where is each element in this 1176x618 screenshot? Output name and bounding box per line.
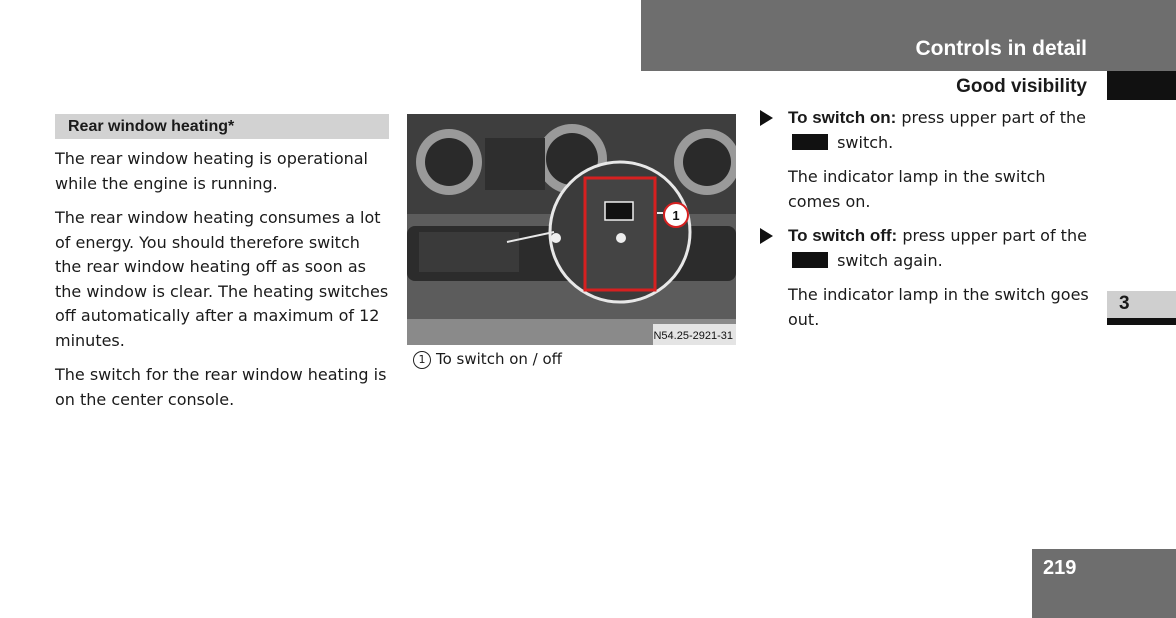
callout-number: 1 — [672, 208, 679, 223]
header-bar — [641, 0, 1176, 71]
section-heading: Rear window heating* — [55, 114, 389, 139]
step-switch-on: To switch on: press upper part of the sw… — [760, 106, 1095, 155]
paragraph: The switch for the rear window heating i… — [55, 365, 387, 409]
step-text: switch. — [837, 132, 894, 152]
step-text: switch again. — [837, 250, 943, 270]
right-column: To switch on: press upper part of the sw… — [760, 106, 1095, 342]
page-number-box: 219 — [1032, 549, 1176, 618]
step-switch-off: To switch off: press upper part of the s… — [760, 224, 1095, 273]
chapter-number: 3 — [1119, 293, 1130, 314]
rear-window-heating-icon — [792, 133, 828, 150]
paragraph: The rear window heating is operational w… — [55, 149, 368, 193]
step-label: To switch on: — [788, 108, 897, 127]
chapter-tab: 3 — [1107, 291, 1176, 325]
step-note: The indicator lamp in the switch comes o… — [788, 167, 1046, 211]
section-title: Controls in detail — [915, 37, 1087, 60]
triangle-arrow-icon — [760, 228, 773, 244]
left-column: Rear window heating* The rear window hea… — [55, 114, 389, 422]
rear-window-heating-icon — [792, 251, 828, 268]
callout-marker — [663, 202, 689, 228]
figure-caption: 1 To switch on / off — [413, 350, 562, 369]
step-text: press upper part of the — [901, 108, 1086, 127]
figure-code: N54.25-2921-31 — [653, 330, 733, 342]
triangle-arrow-icon — [760, 110, 773, 126]
rear-window-heating-icon — [604, 201, 634, 221]
step-text: press upper part of the — [902, 226, 1087, 245]
paragraph: The rear window heating consumes a lot o… — [55, 208, 389, 350]
center-console-photo: 1 N54.25-2921-31 — [407, 114, 740, 345]
step-note: The indicator lamp in the switch goes ou… — [788, 285, 1089, 329]
subsection-marker — [1107, 71, 1176, 100]
console-illustration: 1 N54.25-2921-31 — [407, 114, 740, 345]
page-number: 219 — [1043, 557, 1077, 579]
subsection-title: Good visibility — [956, 76, 1087, 97]
step-label: To switch off: — [788, 226, 898, 245]
caption-text: To switch on / off — [436, 350, 562, 368]
caption-number: 1 — [413, 351, 431, 369]
